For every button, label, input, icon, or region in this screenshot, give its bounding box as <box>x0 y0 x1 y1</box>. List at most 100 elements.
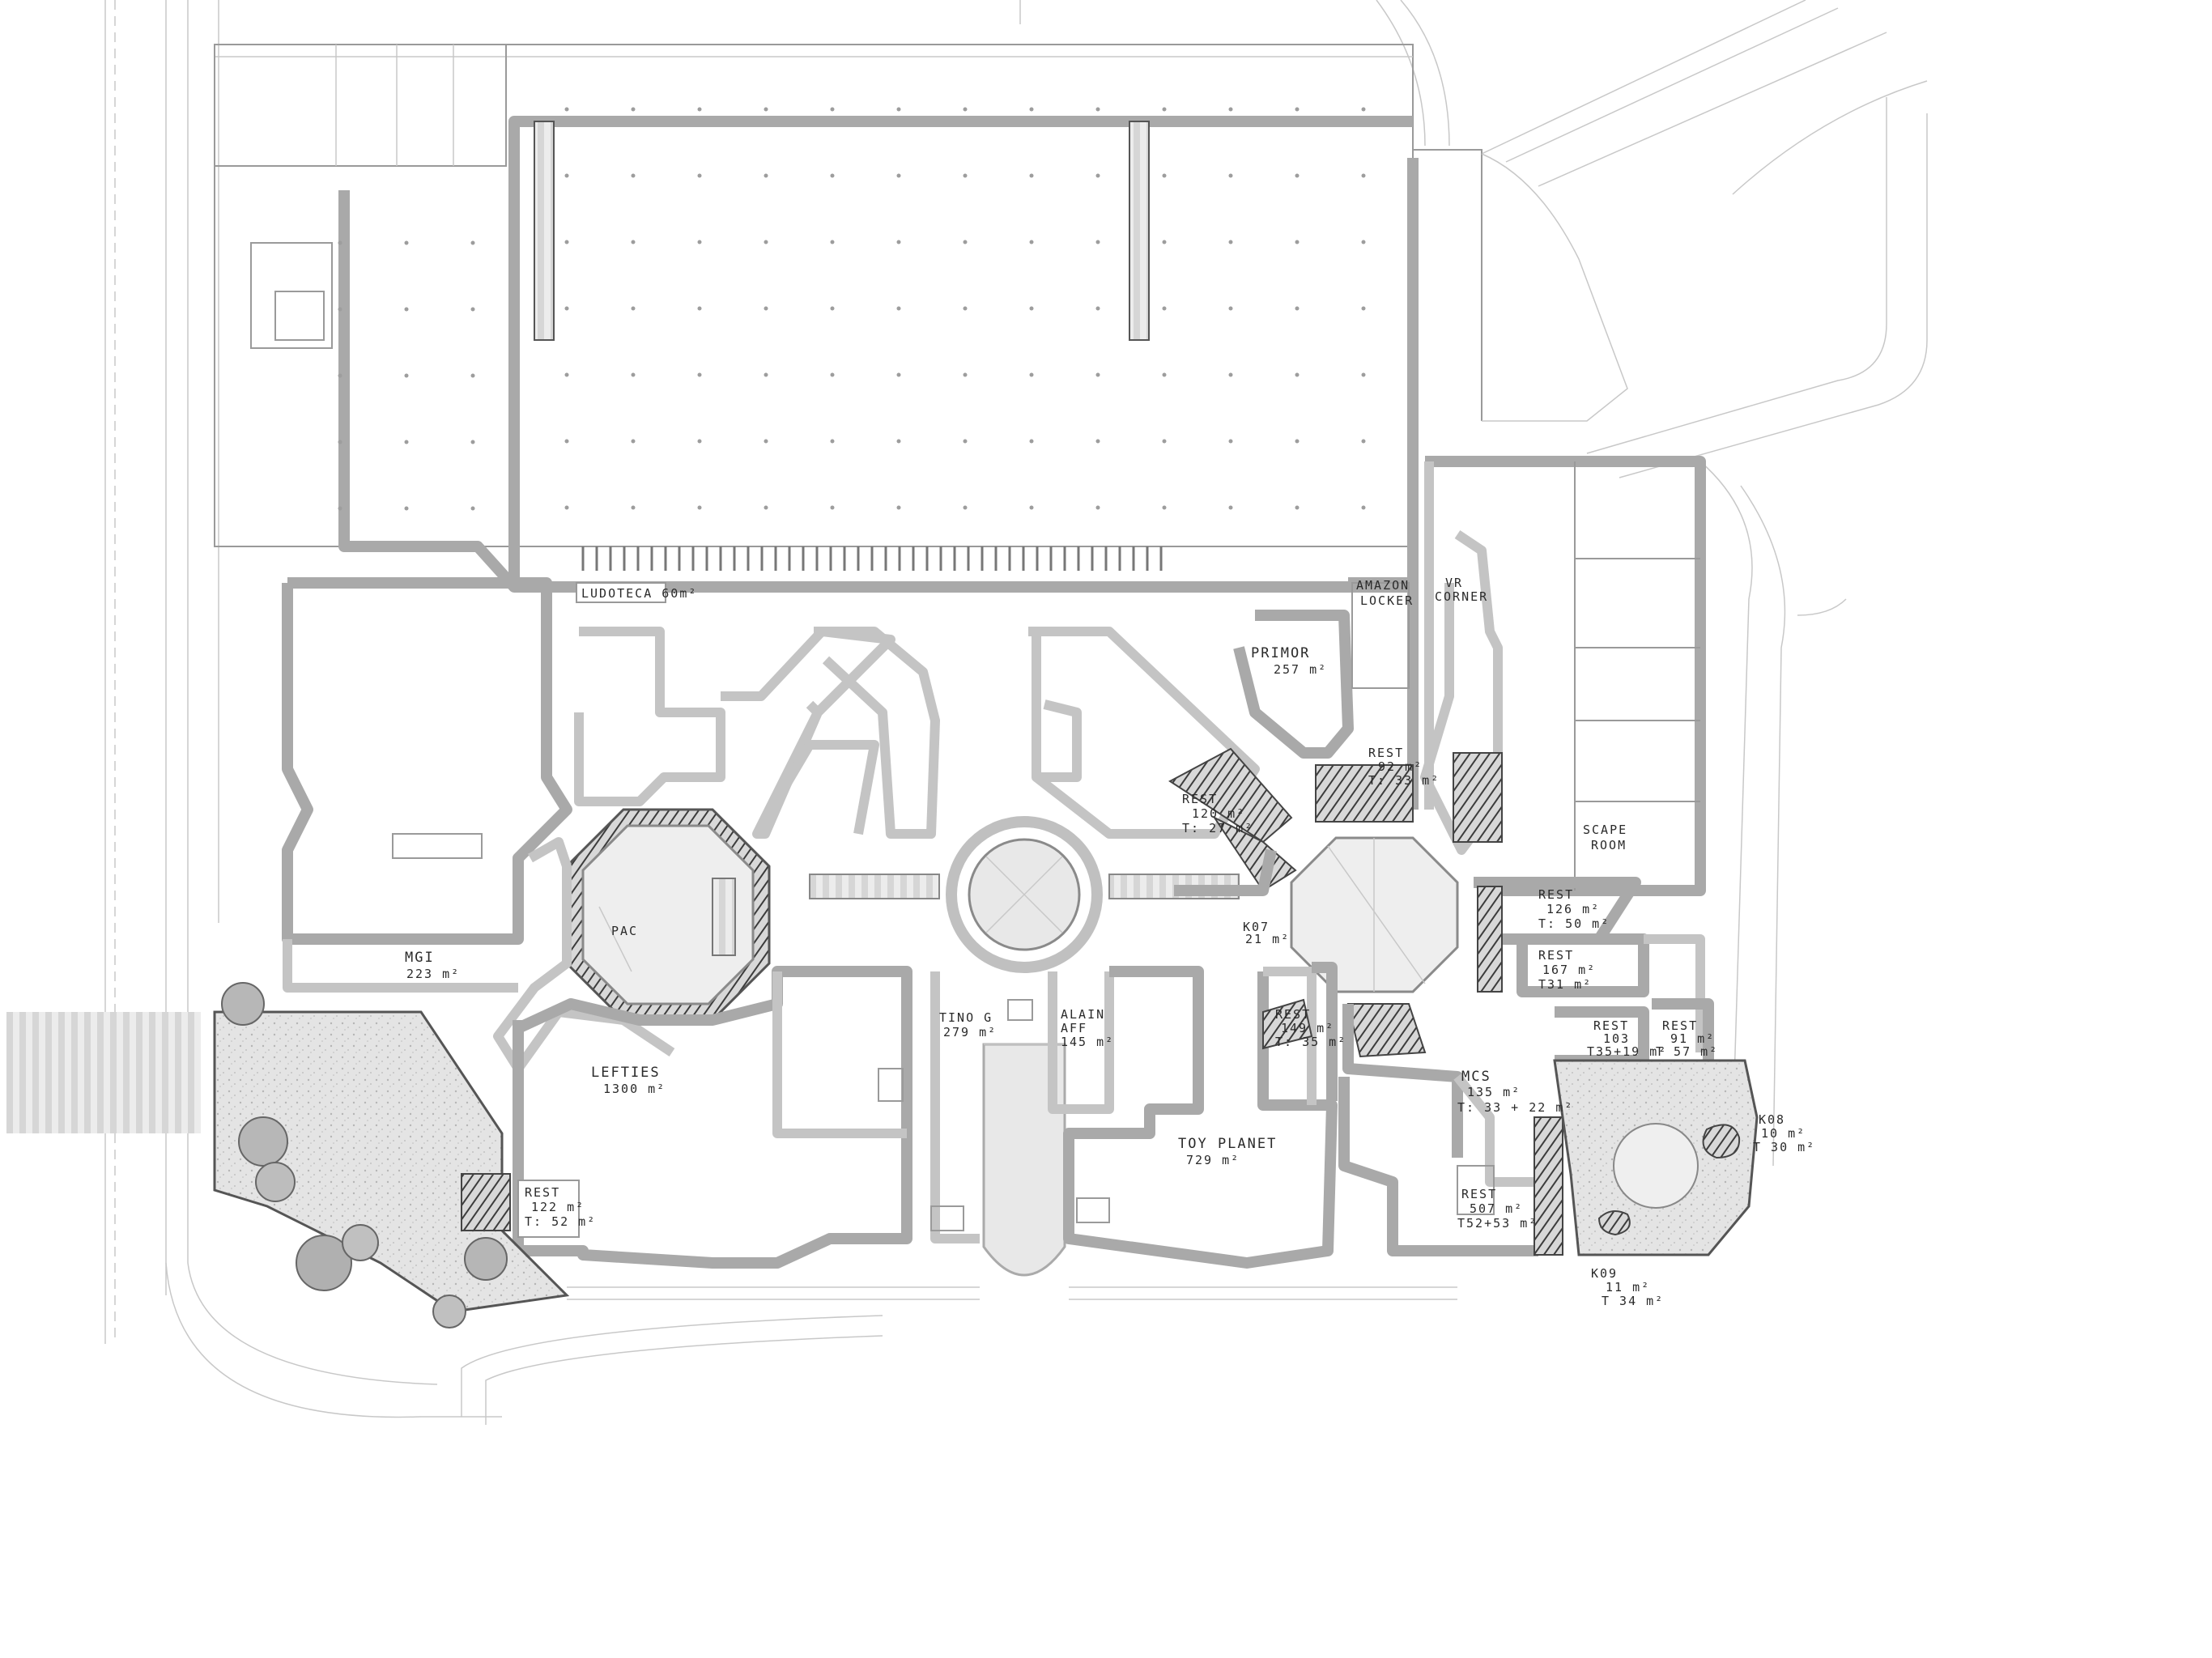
column-dot <box>896 505 901 510</box>
column-dot <box>896 372 901 377</box>
unit-labels: LUDOTECA 60m² PRIMOR 257 m² AMAZON LOCKE… <box>405 576 1815 1308</box>
vr-sub: CORNER <box>1435 589 1488 604</box>
column-dot <box>1162 372 1167 377</box>
column-dot <box>1361 240 1366 244</box>
primor-area: 257 m² <box>1274 662 1327 677</box>
column-dot <box>404 307 409 312</box>
column-dot <box>631 372 636 377</box>
column-dot <box>896 439 901 444</box>
column-dot <box>764 505 768 510</box>
column-dot <box>764 107 768 112</box>
column-dot <box>830 173 835 178</box>
column-dot <box>1095 173 1100 178</box>
column-dot <box>896 173 901 178</box>
k08-area: 10 m² <box>1761 1126 1806 1141</box>
column-dot <box>1029 173 1034 178</box>
column-dot <box>896 306 901 311</box>
column-dot <box>1228 240 1233 244</box>
column-dot <box>1095 107 1100 112</box>
column-dot <box>1295 107 1300 112</box>
column-dot <box>830 439 835 444</box>
column-dot <box>404 373 409 378</box>
east-octagon <box>1290 836 1459 993</box>
column-dot <box>1295 240 1300 244</box>
rest507-terrace: T52+53 m² <box>1457 1216 1538 1231</box>
column-dot <box>1029 505 1034 510</box>
column-dot <box>1361 107 1366 112</box>
column-dot <box>963 107 968 112</box>
column-dot <box>470 373 475 378</box>
column-dot <box>1162 505 1167 510</box>
mgi-label: MGI <box>405 950 435 966</box>
rest103-area: 103 <box>1603 1031 1630 1046</box>
column-dot <box>1162 306 1167 311</box>
rest91-terrace: T 57 m² <box>1656 1044 1718 1059</box>
column-dot <box>1029 372 1034 377</box>
column-dot <box>697 306 702 311</box>
amazon-label: AMAZON <box>1356 578 1410 593</box>
k09-area: 11 m² <box>1606 1280 1650 1295</box>
mcs-label: MCS <box>1461 1069 1491 1085</box>
alain-area: 145 m² <box>1061 1035 1114 1049</box>
west-plaza <box>213 982 570 1329</box>
rest126-label: REST <box>1538 887 1574 902</box>
column-dot <box>564 240 569 244</box>
column-dot <box>1228 107 1233 112</box>
column-dot <box>896 107 901 112</box>
column-dot <box>1095 372 1100 377</box>
east-wing <box>1168 149 1759 1256</box>
scape-label: SCAPE <box>1583 823 1627 837</box>
column-dot <box>830 240 835 244</box>
column-dot <box>564 439 569 444</box>
scape-sub: ROOM <box>1591 838 1627 852</box>
column-dot <box>338 307 342 312</box>
tino-label: TINO G <box>939 1010 993 1025</box>
rest507-area: 507 m² <box>1470 1201 1523 1216</box>
rest149-terrace: T: 35 m² <box>1275 1035 1346 1049</box>
column-dot <box>1095 240 1100 244</box>
lefties-label: LEFTIES <box>591 1065 661 1081</box>
column-dot <box>830 505 835 510</box>
column-dot <box>470 506 475 511</box>
primor-label: PRIMOR <box>1251 645 1310 661</box>
ludoteca-label: LUDOTECA 60m² <box>581 586 697 601</box>
column-grid <box>338 107 1366 511</box>
column-dot <box>830 107 835 112</box>
column-dot <box>764 173 768 178</box>
column-dot <box>1095 505 1100 510</box>
column-dot <box>1162 173 1167 178</box>
alain-sub: AFF <box>1061 1021 1087 1035</box>
rest120-area: 120 m² <box>1192 806 1245 821</box>
parking-hall <box>214 44 1419 593</box>
rest126-terrace: T: 50 m² <box>1538 916 1610 931</box>
column-dot <box>697 107 702 112</box>
rest91-area: 91 m² <box>1670 1031 1715 1046</box>
column-dot <box>697 372 702 377</box>
column-dot <box>963 505 968 510</box>
column-dot <box>1162 240 1167 244</box>
k09-terrace: T 34 m² <box>1602 1294 1664 1308</box>
rest167-area: 167 m² <box>1542 963 1596 977</box>
pac-octagon <box>493 808 771 1073</box>
column-dot <box>1162 107 1167 112</box>
column-dot <box>564 505 569 510</box>
rest149-area: 149 m² <box>1281 1021 1334 1035</box>
rest167-label: REST <box>1538 948 1574 963</box>
column-dot <box>963 240 968 244</box>
column-dot <box>1361 505 1366 510</box>
k09-label: K09 <box>1591 1266 1618 1281</box>
column-dot <box>764 439 768 444</box>
column-dot <box>470 440 475 444</box>
column-dot <box>631 107 636 112</box>
parking-bays <box>581 546 1163 571</box>
rest92-label: REST <box>1368 746 1404 760</box>
column-dot <box>1228 439 1233 444</box>
alain-label: ALAIN <box>1061 1007 1105 1022</box>
column-dot <box>1162 439 1167 444</box>
lower-stores <box>513 962 1457 1300</box>
k08-terrace: T 30 m² <box>1753 1140 1815 1154</box>
column-dot <box>963 306 968 311</box>
toyplanet-area: 729 m² <box>1186 1153 1240 1167</box>
column-dot <box>697 439 702 444</box>
